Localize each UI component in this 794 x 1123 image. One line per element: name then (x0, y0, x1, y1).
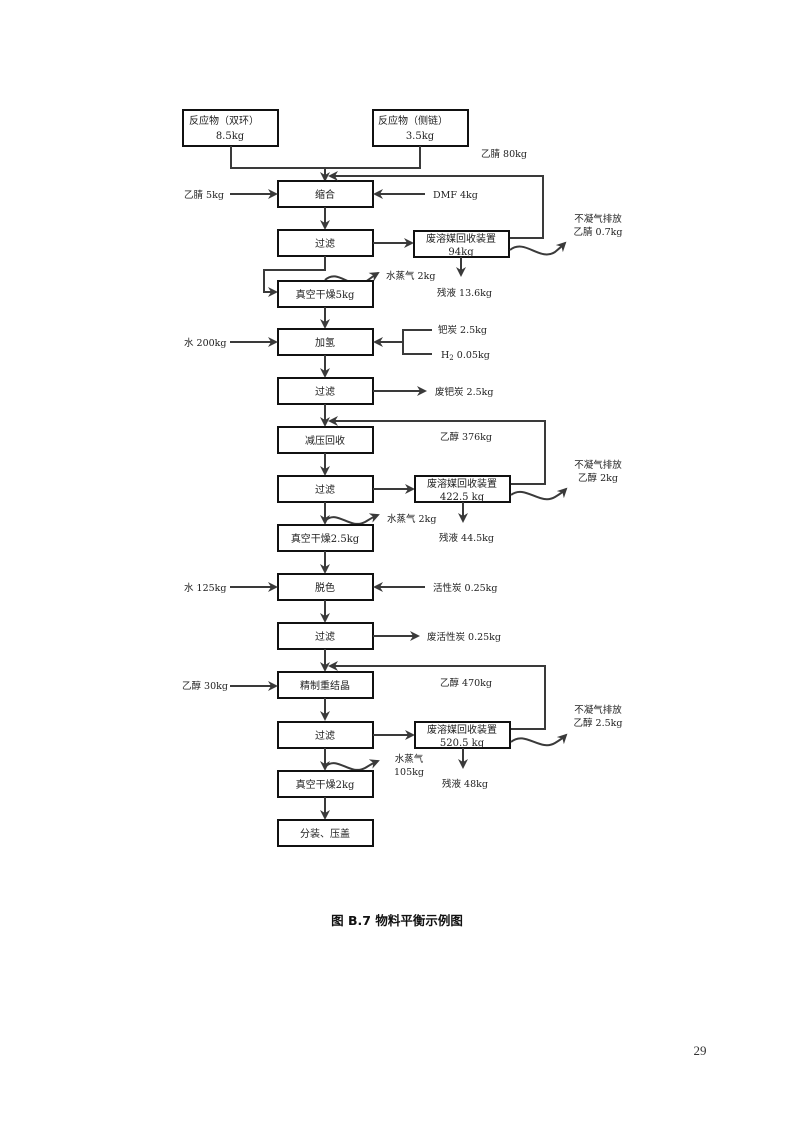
step-label: 真空干燥2.5kg (291, 532, 360, 545)
h2-in-label: H2 0.05kg (441, 350, 490, 362)
figure-caption: 图 B.7 物料平衡示例图 (331, 913, 463, 928)
recovery-label: 废溶媒回收装置 (427, 477, 497, 490)
input-value: 8.5kg (216, 131, 245, 142)
residue3-label: 残液 48kg (442, 778, 488, 790)
step-label: 加氢 (315, 336, 335, 349)
step-label: 过滤 (315, 385, 335, 398)
step-label: 精制重结晶 (300, 679, 350, 692)
water-in1-label: 水 200kg (184, 337, 227, 349)
steam3-title: 水蒸气 (395, 753, 424, 765)
step-box-packaging (277, 819, 374, 847)
steam2-label: 水蒸气 2kg (387, 513, 436, 525)
recycle-line (328, 171, 544, 239)
ethanol-in-label: 乙醇 30kg (182, 680, 228, 692)
vent-wave-1 (509, 241, 567, 256)
vent1-title: 不凝气排放 (574, 213, 622, 225)
vent2-title: 不凝气排放 (574, 459, 622, 471)
vent-wave-3 (510, 733, 568, 747)
ethanol-recycle1-label: 乙醇 376kg (440, 431, 492, 443)
recovery-value: 94kg (448, 247, 474, 258)
arrow (263, 256, 326, 297)
merge-line (230, 146, 421, 169)
vent1-value: 乙腈 0.7kg (574, 226, 623, 238)
recovery-value: 520.5 kg (440, 738, 485, 749)
step-box-vacuum-recovery (277, 426, 374, 454)
waste-pdc-label: 废钯炭 2.5kg (435, 386, 493, 398)
step-box-dry3 (277, 770, 374, 798)
step-label: 缩合 (315, 188, 335, 201)
ethanol-recycle2-label: 乙醇 470kg (440, 677, 492, 689)
input-box-bicyclic: 反应物（双环） 8.5kg (182, 109, 279, 147)
step-label: 减压回收 (305, 434, 345, 447)
steam1-label: 水蒸气 2kg (386, 270, 435, 282)
recycle-line (328, 661, 546, 730)
vent3-value: 乙醇 2.5kg (574, 717, 623, 729)
acetonitrile-in-label: 乙腈 5kg (184, 189, 224, 201)
step-box-hydrogenation (277, 328, 374, 356)
residue1-label: 残液 13.6kg (437, 287, 492, 299)
recovery-label: 废溶媒回收装置 (427, 723, 497, 736)
input-label: 反应物（侧链） (378, 114, 448, 127)
input-label: 反应物（双环） (189, 114, 259, 127)
pdc-in-label: 钯炭 2.5kg (438, 324, 487, 336)
step-label: 过滤 (315, 729, 335, 742)
dmf-in-label: DMF 4kg (433, 190, 478, 201)
step-label: 分装、压盖 (300, 827, 350, 840)
steam-wave-3 (325, 759, 380, 771)
input-box-sidechain: 反应物（侧链） 3.5kg (372, 109, 469, 147)
recovery-label: 废溶媒回收装置 (426, 232, 496, 245)
recovery-value: 422.5 kg (440, 492, 485, 503)
waste-carbon-label: 废活性炭 0.25kg (427, 631, 501, 643)
step-label: 真空干燥2kg (296, 778, 355, 791)
input-value: 3.5kg (406, 131, 435, 142)
acetonitrile-recycle-label: 乙腈 80kg (481, 148, 527, 160)
residue2-label: 残液 44.5kg (439, 532, 494, 544)
steam-wave-2 (325, 513, 380, 525)
water-in2-label: 水 125kg (184, 582, 227, 594)
page-number: 29 (693, 1043, 707, 1058)
bracket-line (402, 329, 432, 355)
carbon-in-label: 活性炭 0.25kg (433, 582, 498, 594)
vent2-value: 乙醇 2kg (578, 472, 618, 484)
step-label: 真空干燥5kg (296, 288, 355, 301)
step-box-filter4 (277, 622, 374, 650)
recovery-unit-1 (413, 230, 510, 258)
vent3-title: 不凝气排放 (574, 704, 622, 716)
step-label: 脱色 (315, 581, 335, 594)
steam3-value: 105kg (394, 767, 424, 778)
step-label: 过滤 (315, 483, 335, 496)
step-label: 过滤 (315, 630, 335, 643)
step-box-dry2 (277, 524, 374, 552)
vent-wave-2 (510, 487, 568, 501)
recycle-line (328, 416, 546, 485)
recovery-unit-3 (414, 721, 511, 749)
step-label: 过滤 (315, 237, 335, 250)
